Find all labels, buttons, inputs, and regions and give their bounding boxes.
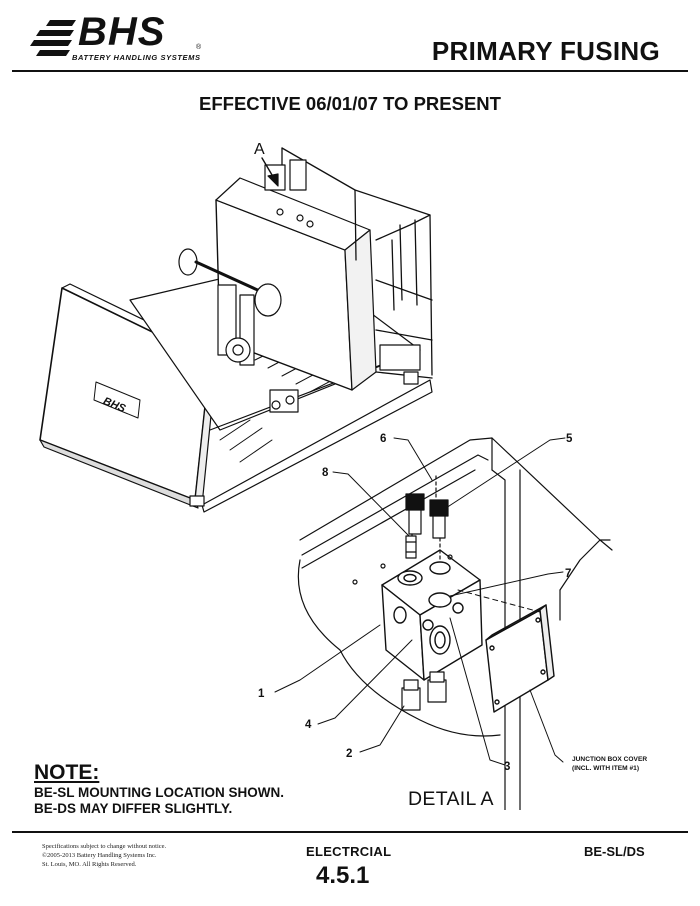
junction-box-cover-sublabel: (INCL. WITH ITEM #1): [572, 765, 640, 772]
brand-logo: [30, 12, 210, 72]
callout-number: 6: [380, 433, 386, 445]
callout-number: 7: [565, 568, 571, 580]
fuse: [405, 535, 417, 559]
screw: [447, 554, 453, 560]
page-title: PRIMARY FUSING: [431, 36, 660, 66]
screw: [380, 563, 386, 569]
screw: [352, 579, 358, 585]
machine-assembly: [39, 147, 433, 513]
junction-box-cover: [457, 589, 555, 713]
strain-relief-connector: [401, 671, 447, 711]
footer-location: St. Louis, MO. All Rights Reserved.: [42, 861, 137, 868]
note-line: BE-DS MAY DIFFER SLIGHTLY.: [34, 801, 233, 816]
junction-box-cover-label: JUNCTION BOX COVER: [572, 756, 648, 763]
detail-a-wall: [297, 437, 613, 810]
footer-divider: [12, 831, 688, 833]
callout-number: 5: [566, 433, 573, 445]
callout-number: 8: [322, 467, 329, 479]
note-heading: NOTE:: [34, 761, 100, 784]
registered-mark: ®: [196, 44, 202, 51]
junction-box: [381, 549, 483, 681]
callout-number: 3: [504, 761, 510, 773]
view-marker-label: A: [254, 141, 265, 158]
model-number: BE-SL/DS: [584, 844, 645, 859]
section-name: ELECTRCIAL: [306, 844, 392, 859]
logo-subtitle: BATTERY HANDLING SYSTEMS: [72, 53, 201, 62]
view-arrow-icon: [261, 157, 279, 187]
note-line: BE-SL MOUNTING LOCATION SHOWN.: [34, 785, 284, 800]
logo-speed-lines-icon: [30, 20, 76, 56]
effective-date: EFFECTIVE 06/01/07 TO PRESENT: [199, 93, 501, 114]
logo-text: BHS: [78, 10, 166, 54]
fuse-holder: [405, 475, 449, 561]
technical-drawing: BHS A: [39, 141, 613, 810]
callout-number: 1: [258, 688, 265, 700]
header-divider: [12, 70, 688, 72]
callout-number: 4: [305, 719, 312, 731]
footer-disclaimer: Specifications subject to change without…: [42, 843, 167, 850]
callout-leaders: [274, 437, 566, 766]
callout-number: 2: [346, 748, 352, 760]
section-number: 4.5.1: [316, 862, 370, 889]
detail-label: DETAIL A: [408, 788, 494, 810]
footer-copyright: ©2005-2013 Battery Handling Systems Inc.: [42, 852, 157, 859]
